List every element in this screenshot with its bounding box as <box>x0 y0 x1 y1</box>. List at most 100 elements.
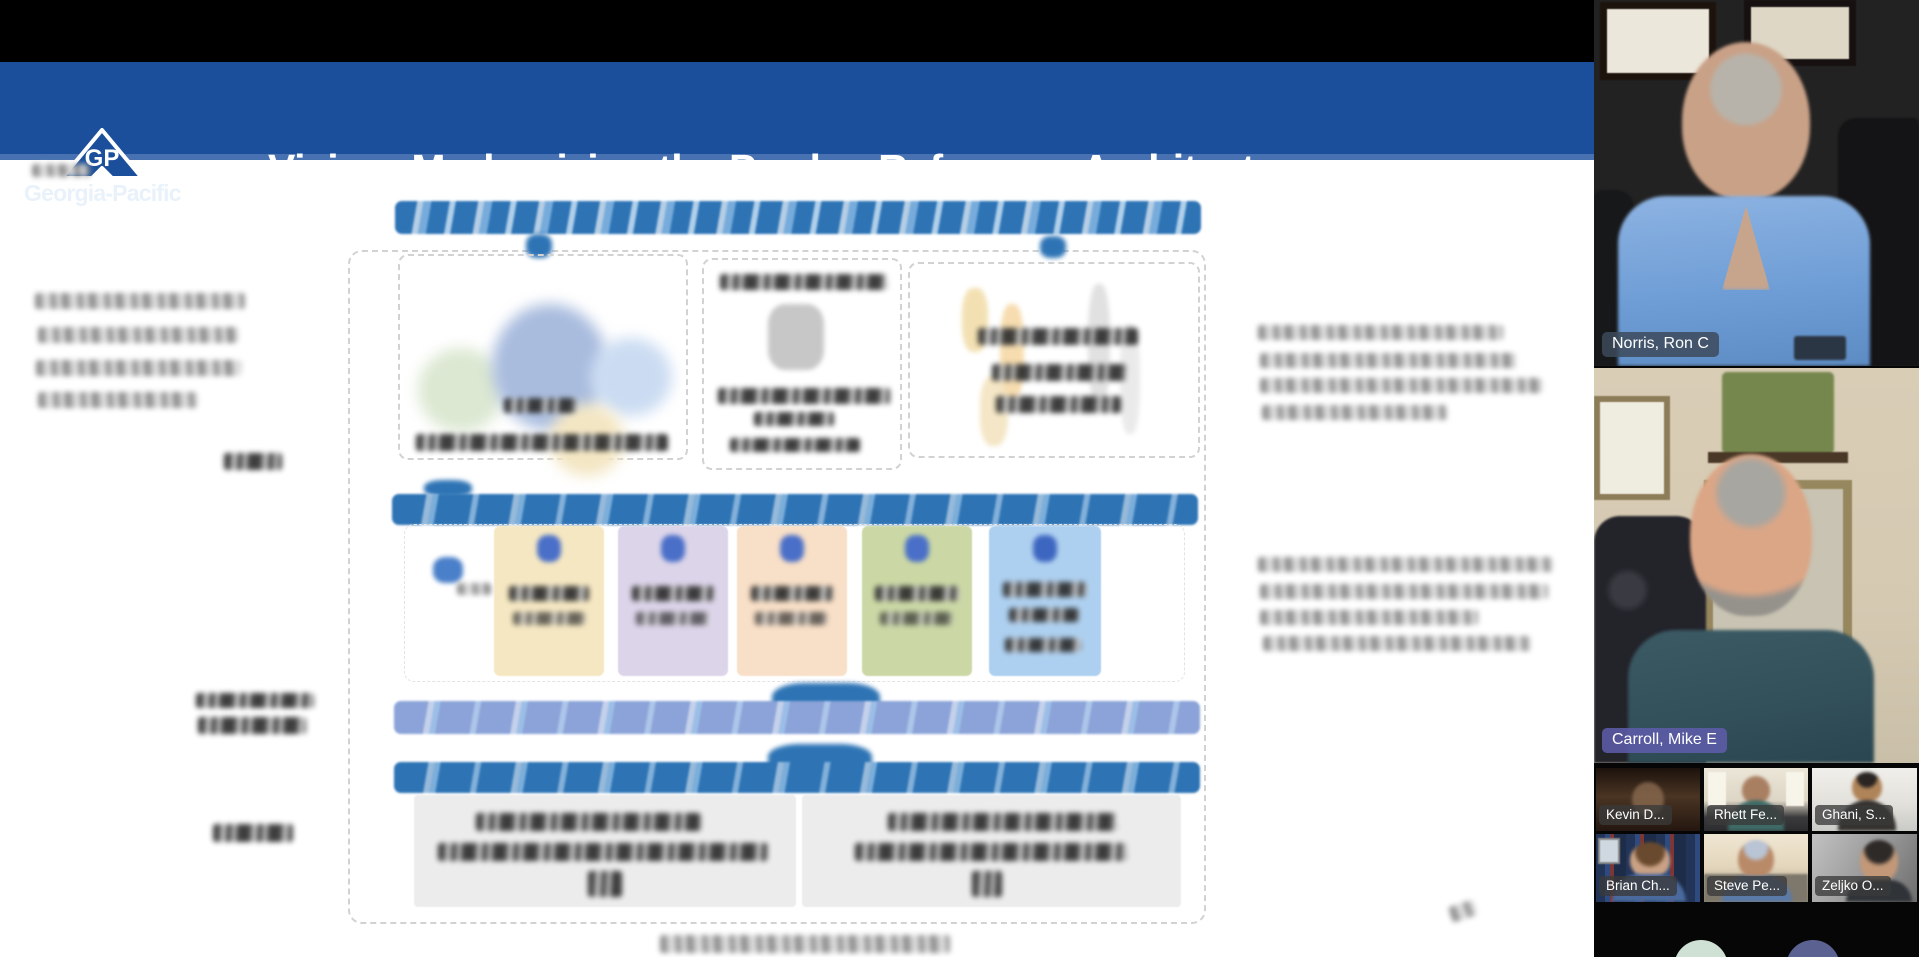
card-icon <box>780 535 804 562</box>
diagram-box-venn <box>398 254 688 476</box>
diagram-bar-2 <box>392 494 1198 525</box>
audio-avatar[interactable] <box>1786 940 1840 957</box>
card-yellow <box>494 526 604 676</box>
redacted-text-line <box>751 586 833 601</box>
redacted-text-line <box>880 612 952 625</box>
redacted-text-line <box>1009 608 1079 622</box>
slide-title: Vision: Modernizing the Purdue Reference… <box>268 146 1317 192</box>
header-bottom-strip <box>0 154 1594 160</box>
card-icon <box>661 535 685 562</box>
video-tile-ghani[interactable]: Ghani, S... <box>1812 768 1917 831</box>
redacted-text-line <box>35 293 245 309</box>
redacted-mark <box>972 871 1002 897</box>
redacted-text-line <box>1262 405 1447 420</box>
redacted-label <box>224 453 282 470</box>
redacted-text-line <box>38 327 238 343</box>
redacted-text-line <box>718 388 890 404</box>
redacted-mark <box>32 164 90 177</box>
picture-frame <box>1744 0 1856 66</box>
redacted-text-line <box>38 392 198 408</box>
redacted-text-line <box>1263 636 1531 651</box>
shelf <box>1708 452 1848 463</box>
participant-face <box>1690 454 1812 616</box>
video-tile-zeljko[interactable]: Zeljko O... <box>1812 834 1917 902</box>
small-blue-icon <box>433 557 463 583</box>
redacted-label <box>198 717 306 734</box>
participant-name-label: Brian Ch... <box>1599 876 1677 896</box>
participant-name-label: Carroll, Mike E <box>1602 728 1727 753</box>
card-peach <box>737 526 847 676</box>
participant-name-label: Zeljko O... <box>1815 876 1891 896</box>
screen-share-area: GP Georgia-Pacific Vision: Modernizing t… <box>0 0 1594 957</box>
redacted-text-line <box>754 412 834 426</box>
green-box <box>1722 372 1834 454</box>
card-icon <box>537 535 561 562</box>
picture-frame <box>1598 838 1620 864</box>
redacted-text-line <box>476 813 701 831</box>
video-tile-steve[interactable]: Steve Pe... <box>1704 834 1808 902</box>
slide-header: GP Georgia-Pacific Vision: Modernizing t… <box>0 62 1594 206</box>
participant-video-panel: Norris, Ron C Carroll, Mike E Kevin D...… <box>1594 0 1919 957</box>
redacted-text-line <box>888 813 1118 831</box>
cards-container <box>404 524 1185 682</box>
card-icon <box>905 535 929 562</box>
person-figure <box>1120 324 1140 434</box>
venn-circle-green <box>418 348 504 432</box>
redacted-mark <box>588 871 622 897</box>
participant-face <box>1682 42 1810 200</box>
participant-face <box>1852 772 1882 802</box>
redacted-caption <box>660 935 950 953</box>
redacted-text-line <box>416 434 668 451</box>
redacted-text-line <box>730 438 860 452</box>
window <box>1708 772 1726 806</box>
redacted-text-line <box>1258 557 1553 572</box>
redacted-text-line <box>36 360 241 376</box>
redacted-text-line <box>1258 325 1503 340</box>
redacted-text-line <box>1005 638 1081 652</box>
diagram-box-people <box>908 262 1200 458</box>
picture-frame <box>1594 396 1670 500</box>
connector <box>424 480 472 497</box>
redacted-text-line <box>632 586 714 601</box>
participant-name-label: Ghani, S... <box>1815 805 1893 825</box>
redacted-mark <box>457 583 491 595</box>
participant-name-label: Kevin D... <box>1599 805 1672 825</box>
letterbox-top-bar <box>0 0 1594 62</box>
redacted-text-line <box>1260 378 1542 393</box>
redacted-text-line <box>992 364 1127 381</box>
redacted-text-line <box>636 612 710 625</box>
video-tile-kevin[interactable]: Kevin D... <box>1596 768 1700 831</box>
participant-name-label: Rhett Fe... <box>1707 805 1785 825</box>
card-icon <box>1033 535 1057 562</box>
redacted-icon <box>768 304 824 370</box>
redacted-text-line <box>504 398 576 413</box>
company-name: Georgia-Pacific <box>24 180 182 206</box>
participant-face <box>1860 840 1898 882</box>
redacted-text-line <box>1260 584 1548 599</box>
participant-face <box>1742 776 1770 804</box>
redacted-text-line <box>1260 610 1478 625</box>
redacted-label <box>196 693 314 708</box>
video-tile-norris[interactable]: Norris, Ron C <box>1594 0 1919 366</box>
participant-face <box>1738 840 1774 878</box>
redacted-text-line <box>720 274 888 290</box>
video-tile-carroll[interactable]: Carroll, Mike E <box>1594 368 1919 763</box>
redacted-mark <box>1448 899 1478 923</box>
participant-face <box>1630 842 1670 878</box>
redacted-text-line <box>438 843 768 861</box>
redacted-text-line <box>755 612 827 625</box>
window <box>1786 772 1804 806</box>
video-tile-rhett[interactable]: Rhett Fe... <box>1704 768 1808 831</box>
redacted-text-line <box>978 328 1138 345</box>
card-blue <box>989 526 1101 676</box>
shirt-logo <box>1794 336 1846 360</box>
diagram-bar-3 <box>394 701 1200 734</box>
video-tile-brian[interactable]: Brian Ch... <box>1596 834 1700 902</box>
venn-circle-lightblue <box>590 338 672 416</box>
diagram-box-middle <box>702 258 902 470</box>
audio-avatar[interactable] <box>1674 940 1728 957</box>
redacted-label <box>213 824 293 842</box>
card-green <box>862 526 972 676</box>
gray-box-left <box>414 795 796 907</box>
